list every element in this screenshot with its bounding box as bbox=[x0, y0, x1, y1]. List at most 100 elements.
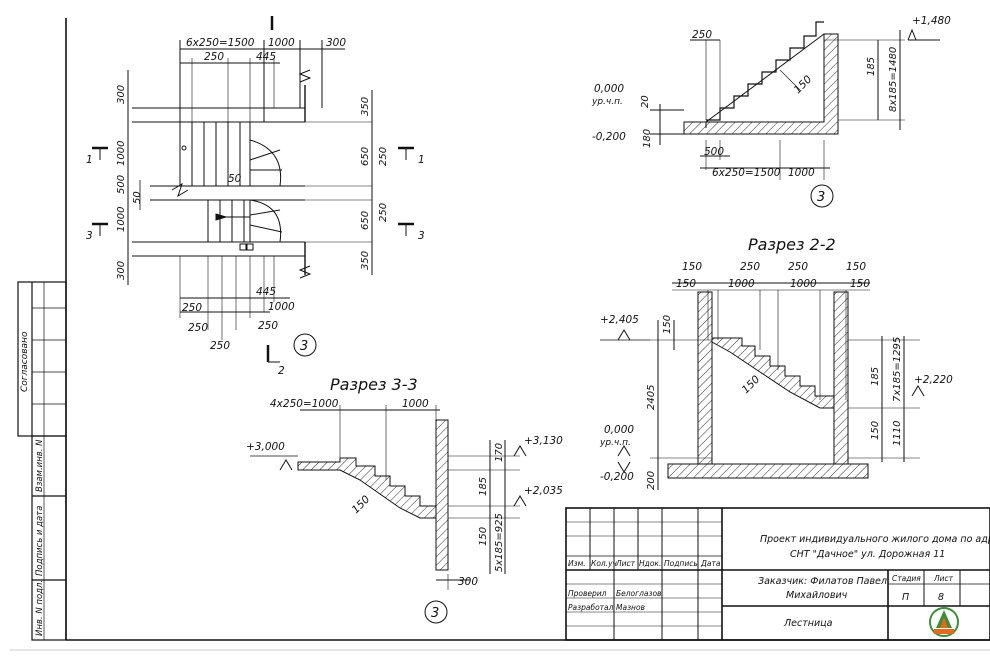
s3-top-1000: 1000 bbox=[402, 398, 429, 410]
plan-dim-left-3: 1000 bbox=[116, 207, 127, 232]
plan-dim-right-4: 250 bbox=[378, 203, 389, 222]
s1-dim-250: 250 bbox=[692, 29, 712, 41]
margin-label-sign-date: Подпись и дата bbox=[35, 506, 45, 576]
tb-stage: П bbox=[902, 592, 909, 603]
plan-dim-right-3: 650 bbox=[360, 211, 371, 230]
plan-mark-3-right: 3 bbox=[418, 230, 425, 242]
tb-col-koluch: Кол.уч bbox=[591, 559, 618, 568]
s1-level-zero: 0,000 bbox=[594, 83, 624, 95]
s1-level-top: +1,480 bbox=[912, 15, 951, 27]
company-logo bbox=[929, 607, 959, 637]
s3-level-c: +2,035 bbox=[524, 485, 563, 497]
s2-dim-150-diag: 150 bbox=[740, 373, 763, 396]
s3-dim-150-diag: 150 bbox=[350, 493, 373, 516]
s2-top-150a: 150 bbox=[682, 261, 702, 273]
tb-col-izm: Изм. bbox=[568, 559, 586, 568]
tb-col-ndok: Ндок. bbox=[639, 559, 661, 568]
s2-level-note: ур.ч.п. bbox=[599, 438, 631, 448]
s2-top-150c: 150 bbox=[676, 278, 696, 290]
plan-dim-bottom-250a: 250 bbox=[182, 302, 202, 314]
s1-dim-180: 180 bbox=[642, 129, 653, 148]
s1-dim-20: 20 bbox=[640, 95, 651, 108]
tb-sheet-name: Лестница bbox=[783, 618, 833, 629]
tb-col-podpis: Подпись bbox=[664, 559, 698, 568]
s1-dim-500: 500 bbox=[704, 146, 724, 158]
plan-mark-1-left: 1 bbox=[86, 154, 93, 166]
s1-level-bottom: -0,200 bbox=[592, 131, 626, 143]
s2-top-150b: 150 bbox=[846, 261, 866, 273]
s2-level-zero: 0,000 bbox=[604, 424, 634, 436]
plan-mark-3-left: 3 bbox=[86, 230, 93, 242]
s1-dim-tread-total: 6x250=1500 bbox=[712, 167, 781, 179]
tb-checked-name: Белоглазов bbox=[616, 589, 661, 598]
plan-dim-left-0: 300 bbox=[116, 85, 127, 104]
s2-dim-2405: 2405 bbox=[646, 385, 657, 410]
s2-top-250b: 250 bbox=[788, 261, 808, 273]
s3-dim-300: 300 bbox=[458, 576, 478, 588]
tb-customer: Заказчик: Филатов Павел bbox=[758, 576, 887, 587]
s2-top-1000a: 1000 bbox=[728, 278, 755, 290]
plan-dim-bottom-250b: 250 bbox=[188, 322, 208, 334]
section-1-1 bbox=[650, 21, 940, 208]
plan-dim-right-5: 350 bbox=[360, 251, 371, 270]
plan-dim-right-0: 350 bbox=[360, 97, 371, 116]
s3-level-a: +3,000 bbox=[246, 441, 285, 453]
section-3-3 bbox=[250, 405, 527, 624]
tb-project: Проект индивидуального жилого дома по ад… bbox=[760, 534, 990, 545]
plan-dim-top-445: 445 bbox=[256, 51, 276, 63]
plan-left-small: 50 bbox=[132, 191, 143, 204]
s3-top-total: 4x250=1000 bbox=[270, 398, 339, 410]
plan-detail-ref: 3 bbox=[300, 339, 308, 354]
s2-level-a: +2,405 bbox=[600, 314, 639, 326]
s2-dim-150-mid: 150 bbox=[870, 421, 881, 440]
s2-dim-150-top: 150 bbox=[662, 315, 673, 334]
tb-address: СНТ "Дачное" ул. Дорожная 11 bbox=[790, 549, 945, 560]
plan-dim-top-1000: 1000 bbox=[268, 37, 295, 49]
s2-dim-1110: 1110 bbox=[892, 421, 903, 446]
s2-dim-200: 200 bbox=[646, 471, 657, 490]
plan-mark-1-right: 1 bbox=[418, 154, 425, 166]
s1-dim-185: 185 bbox=[866, 57, 877, 76]
s1-dim-riser-total: 8x185=1480 bbox=[888, 47, 899, 112]
plan-dim-left-1: 1000 bbox=[116, 141, 127, 166]
s2-dim-riser-total: 7x185=1295 bbox=[892, 337, 903, 402]
tb-col-data: Дата bbox=[700, 559, 721, 568]
section-2-2 bbox=[600, 282, 925, 490]
tb-developed-label: Разработал bbox=[568, 603, 614, 612]
s2-top-250a: 250 bbox=[740, 261, 760, 273]
plan-dim-left-4: 300 bbox=[116, 261, 127, 280]
tb-sheet-label: Лист bbox=[933, 574, 954, 583]
s3-dim-150: 150 bbox=[478, 527, 489, 546]
plan-mark-2: 2 bbox=[278, 365, 285, 377]
plan-dim-bottom-445: 445 bbox=[256, 286, 276, 298]
s3-dim-riser-total: 5x185=925 bbox=[494, 513, 505, 572]
s3-level-b: +3,130 bbox=[524, 435, 563, 447]
s1-level-note: ур.ч.п. bbox=[591, 97, 623, 107]
plan-dim-bottom-250c: 250 bbox=[210, 340, 230, 352]
s2-level-b: +2,220 bbox=[914, 374, 953, 386]
approved-label: Согласовано bbox=[20, 331, 30, 392]
title-block bbox=[565, 507, 990, 641]
section3-title: Разрез 3-3 bbox=[330, 375, 418, 394]
stair-plan bbox=[92, 16, 414, 363]
s1-detail-ref: 3 bbox=[817, 190, 825, 205]
s2-top-1000b: 1000 bbox=[790, 278, 817, 290]
tb-col-list: Лист bbox=[615, 559, 636, 568]
s2-level-bottom: -0,200 bbox=[600, 471, 634, 483]
tb-developed-name: Мазнов bbox=[616, 603, 645, 612]
margin-label-replace: Взам.инв. N bbox=[35, 439, 45, 492]
s2-dim-185: 185 bbox=[870, 367, 881, 386]
plan-dim-bottom-1000: 1000 bbox=[268, 301, 295, 313]
section2-title: Разрез 2-2 bbox=[748, 235, 836, 254]
tb-customer-2: Михайлович bbox=[786, 590, 848, 601]
s1-dim-1000: 1000 bbox=[788, 167, 815, 179]
margin-label-inv-no: Инв. N подл. bbox=[35, 580, 45, 636]
s3-dim-185: 185 bbox=[478, 477, 489, 496]
plan-dim-top-total: 6x250=1500 bbox=[186, 37, 255, 49]
plan-dim-bottom-250d: 250 bbox=[258, 320, 278, 332]
plan-dim-top-300: 300 bbox=[326, 37, 346, 49]
plan-dim-left-2: 500 bbox=[116, 175, 127, 194]
tb-sheet-no: 8 bbox=[938, 592, 944, 603]
